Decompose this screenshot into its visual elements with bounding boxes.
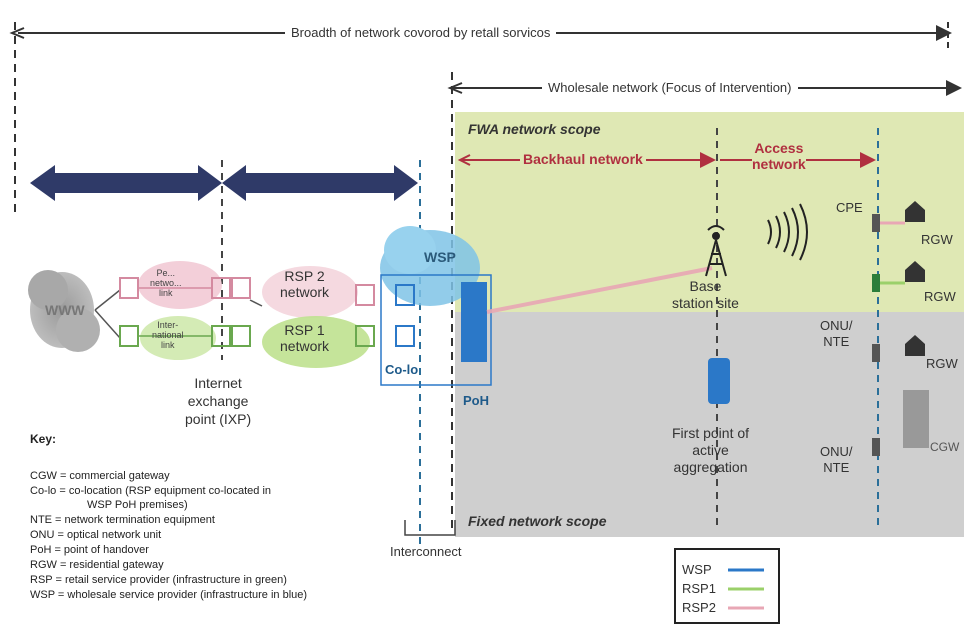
key-item: WSP = wholesale service provider (infras…	[30, 589, 308, 601]
house-icon	[905, 201, 925, 356]
interconnect-label: Interconnect	[390, 544, 462, 559]
key-item: ONU = optical network unit	[30, 529, 162, 541]
cgw-label: CGW	[930, 440, 960, 454]
key-item: RSP = retail service provider (infrastru…	[30, 574, 287, 586]
retail-span-label: Broadth of network covorod by retall sor…	[285, 25, 557, 40]
legend-wsp: WSP	[682, 562, 712, 577]
fwa-scope-label: FWA network scope	[468, 121, 601, 137]
www-cloud	[28, 270, 100, 352]
key-item: PoH = point of handover	[30, 544, 149, 556]
wholesale-span-label: Wholesale network (Focus of Intervention…	[542, 80, 798, 95]
rgw-label-2: RGW	[924, 289, 956, 304]
key-item: WSP PoH premises)	[87, 499, 188, 511]
onu-nte-label-1: ONU/NTE	[820, 318, 853, 349]
colo-label: Co-lo	[385, 362, 419, 377]
fixed-scope-label: Fixed network scope	[468, 513, 607, 529]
legend-rsp2: RSP2	[682, 600, 716, 615]
legend-rsp1: RSP1	[682, 581, 716, 596]
office-building-icon	[903, 390, 929, 448]
wsp-label: WSP	[424, 249, 456, 265]
aggregation-device	[708, 358, 730, 404]
backhaul-label: Backhaul network	[520, 151, 646, 167]
key-item: Co-lo = co-location (RSP equipment co-lo…	[30, 485, 272, 497]
wireless-signal-icon	[767, 203, 808, 261]
key-item: NTE = network termination equipment	[30, 514, 215, 526]
cpe-label: CPE	[836, 200, 863, 215]
poh-label: PoH	[463, 393, 489, 408]
rgw-label-3: RGW	[926, 356, 958, 371]
legend-box	[674, 548, 780, 624]
wsp-cloud	[380, 226, 480, 306]
onu-nte-label-2: ONU/NTE	[820, 444, 853, 475]
base-station-tower-icon	[705, 225, 727, 277]
key-title: Key:	[30, 432, 57, 446]
rgw-label-1: RGW	[921, 232, 953, 247]
key-item: RGW = residential gateway	[30, 559, 164, 571]
navy-double-arrow-left	[30, 165, 222, 201]
navy-double-arrow-right	[222, 165, 418, 201]
link1-label: Pe...netwo...link	[150, 268, 182, 298]
www-label: WWW	[45, 302, 85, 318]
colo-box	[380, 274, 492, 386]
key-item: CGW = commercial gateway	[30, 470, 170, 482]
